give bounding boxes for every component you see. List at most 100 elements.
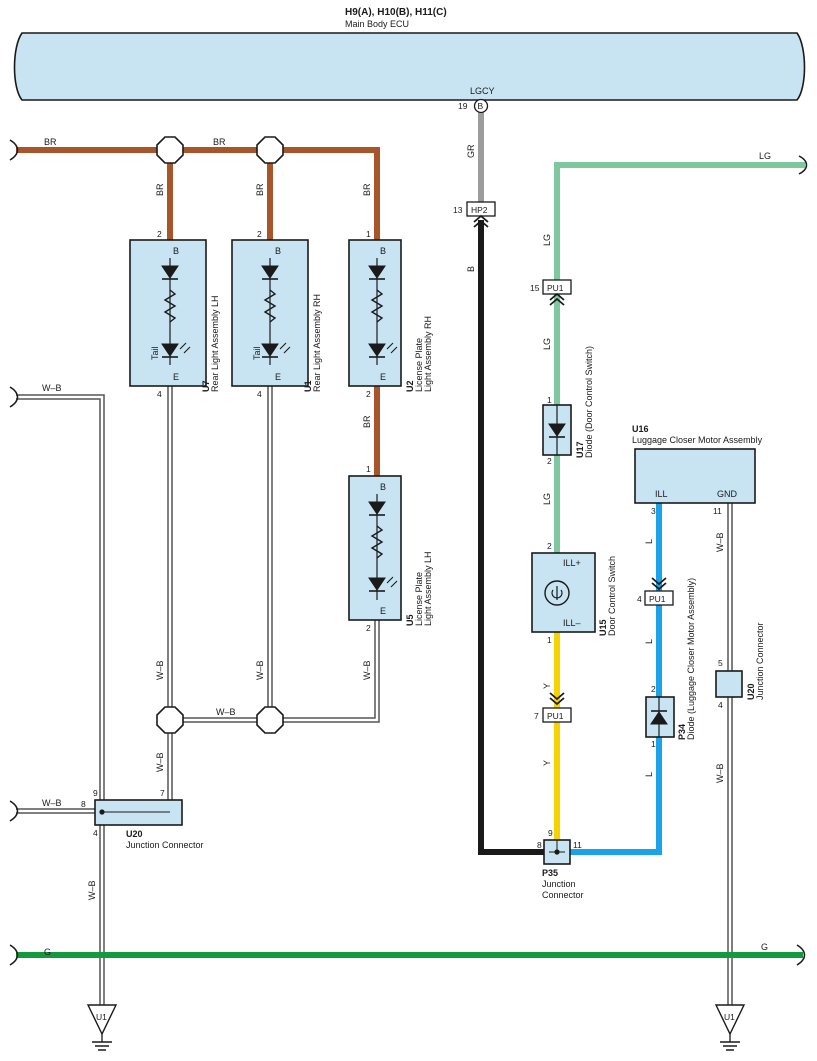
svg-text:9: 9 xyxy=(548,828,553,838)
svg-text:Rear Light Assembly RH: Rear Light Assembly RH xyxy=(312,294,322,392)
ecu-pin-terminal xyxy=(473,98,489,114)
svg-text:Diode (Door Control Switch): Diode (Door Control Switch) xyxy=(584,346,594,458)
svg-text:PU1: PU1 xyxy=(547,283,564,293)
svg-text:E: E xyxy=(173,372,179,382)
wire-label-br: BR xyxy=(362,415,372,428)
svg-text:U5: U5 xyxy=(405,614,415,626)
component-u1: 2 4 B E Tail U1 Rear Light Assembly RH xyxy=(231,229,322,399)
l-wire xyxy=(566,503,662,855)
svg-text:Junction Connector: Junction Connector xyxy=(126,840,204,850)
wire-label-wb: W–B xyxy=(87,880,97,900)
svg-text:2: 2 xyxy=(651,684,656,694)
svg-text:Diode (Luggage Closer Motor As: Diode (Luggage Closer Motor Assembly) xyxy=(686,578,696,740)
connector-hp2: HP2 13 xyxy=(453,201,496,228)
svg-text:2: 2 xyxy=(547,456,552,466)
svg-text:Tail: Tail xyxy=(252,346,262,360)
splice-node-br-2 xyxy=(256,136,284,164)
wire-label-l: L xyxy=(644,772,654,777)
svg-text:4: 4 xyxy=(157,389,162,399)
wire-label-wb: W–B xyxy=(715,763,725,783)
wire-label-l: L xyxy=(644,539,654,544)
wire-label-y: Y xyxy=(542,760,552,766)
svg-text:11: 11 xyxy=(573,840,582,850)
svg-text:P35: P35 xyxy=(542,868,558,878)
svg-text:4: 4 xyxy=(637,594,642,604)
component-u16: U16 Luggage Closer Motor Assembly ILL GN… xyxy=(632,424,763,516)
wire-label-br: BR xyxy=(213,137,226,147)
component-u20-right: 5 4 U20 Junction Connector xyxy=(715,622,765,710)
ground-symbol-right: U1 xyxy=(714,1004,746,1051)
svg-text:15: 15 xyxy=(530,283,540,293)
component-u2: 1 2 B E U2 License Plate Light Assembly … xyxy=(348,229,433,399)
wire-label-lg: LG xyxy=(542,234,552,246)
svg-text:2: 2 xyxy=(547,541,552,551)
svg-text:Tail: Tail xyxy=(150,346,160,360)
component-u5: 1 2 B E U5 License Plate Light Assembly … xyxy=(348,464,433,633)
wire-label-l: L xyxy=(644,639,654,644)
component-p34: 2 1 P34 Diode (Luggage Closer Motor Asse… xyxy=(645,578,696,749)
svg-text:2: 2 xyxy=(366,623,371,633)
wire-label-y: Y xyxy=(542,683,552,689)
main-body-ecu xyxy=(13,32,806,101)
ecu-name: Main Body ECU xyxy=(345,19,409,29)
wire-label-g: G xyxy=(761,942,768,952)
svg-text:1: 1 xyxy=(547,635,552,645)
splice-node-br-1 xyxy=(156,136,184,164)
svg-text:E: E xyxy=(380,606,386,616)
component-p35: 8 9 11 P35 Junction Connector xyxy=(537,828,584,900)
svg-text:1: 1 xyxy=(547,395,552,405)
svg-text:U1: U1 xyxy=(724,1012,735,1022)
svg-text:Door Control Switch: Door Control Switch xyxy=(607,556,617,636)
wire-label-wb: W–B xyxy=(42,798,62,808)
svg-text:E: E xyxy=(380,372,386,382)
ecu-pin-number: 19 xyxy=(458,101,468,111)
wire-label-wb: W–B xyxy=(155,752,165,772)
svg-text:B: B xyxy=(275,246,281,256)
connector-pu1-a: PU1 15 xyxy=(530,279,572,306)
svg-text:License Plate: License Plate xyxy=(414,572,424,626)
svg-text:U17: U17 xyxy=(575,441,585,458)
svg-text:Connector: Connector xyxy=(542,890,584,900)
svg-text:Junction Connector: Junction Connector xyxy=(755,622,765,700)
svg-text:2: 2 xyxy=(157,229,162,239)
svg-text:4: 4 xyxy=(93,828,98,838)
svg-text:ILL: ILL xyxy=(655,489,668,499)
wire-label-wb: W–B xyxy=(255,660,265,680)
wire-label-wb: W–B xyxy=(216,707,236,717)
svg-text:Light Assembly LH: Light Assembly LH xyxy=(423,551,433,626)
wire-label-wb: W–B xyxy=(715,532,725,552)
svg-text:U1: U1 xyxy=(96,1012,107,1022)
wire-label-br: BR xyxy=(155,183,165,196)
svg-text:2: 2 xyxy=(366,389,371,399)
svg-text:License Plate: License Plate xyxy=(414,338,424,392)
ground-symbol-left: U1 xyxy=(86,1004,118,1051)
svg-text:Junction: Junction xyxy=(542,879,576,889)
svg-text:4: 4 xyxy=(257,389,262,399)
svg-text:HP2: HP2 xyxy=(471,205,488,215)
svg-text:U7: U7 xyxy=(201,380,211,392)
wire-label-wb: W–B xyxy=(42,383,62,393)
wire-label-lg: LG xyxy=(542,493,552,505)
svg-text:3: 3 xyxy=(651,506,656,516)
svg-text:4: 4 xyxy=(718,700,723,710)
component-u17: 1 2 U17 Diode (Door Control Switch) xyxy=(542,346,594,466)
svg-text:7: 7 xyxy=(160,788,165,798)
wire-label-br: BR xyxy=(255,183,265,196)
svg-text:Rear Light Assembly LH: Rear Light Assembly LH xyxy=(210,295,220,392)
connector-pu1-b: PU1 4 xyxy=(637,577,674,606)
g-ground-wire xyxy=(9,944,806,966)
svg-text:P34: P34 xyxy=(677,724,687,740)
ecu-signal-label: LGCY xyxy=(470,86,495,96)
svg-text:ILL+: ILL+ xyxy=(563,558,581,568)
svg-text:U2: U2 xyxy=(405,380,415,392)
svg-text:13: 13 xyxy=(453,205,463,215)
splice-node-wb-2 xyxy=(256,706,284,734)
svg-text:Light Assembly RH: Light Assembly RH xyxy=(423,316,433,392)
component-u20-left: 9 8 4 7 U20 Junction Connector xyxy=(81,788,204,850)
svg-text:1: 1 xyxy=(651,739,656,749)
svg-text:U20: U20 xyxy=(746,683,756,700)
svg-text:8: 8 xyxy=(537,840,542,850)
svg-text:U1: U1 xyxy=(303,380,313,392)
svg-text:9: 9 xyxy=(93,788,98,798)
wire-label-gr: GR xyxy=(466,144,476,158)
